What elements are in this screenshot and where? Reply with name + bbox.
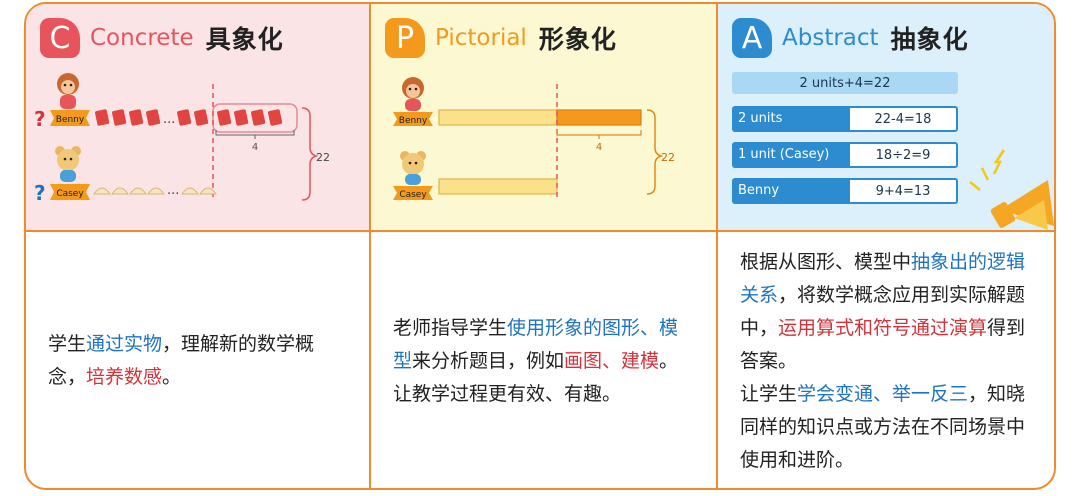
name-benny: Benny: [399, 116, 428, 126]
step-value: 22-4=18: [848, 106, 958, 132]
bear-icon: [55, 146, 81, 182]
ellipsis-top: ...: [163, 112, 175, 127]
step-row-benny: Benny 9+4=13: [732, 178, 958, 204]
name-ribbon-casey: Casey: [393, 186, 433, 200]
concrete-header: C Concrete 具象化: [40, 16, 284, 60]
total-brace: [646, 109, 664, 195]
step-label: Benny: [732, 178, 848, 204]
abstract-desc-text-1: 根据从图形、模型中: [740, 250, 912, 273]
concrete-letter-badge: C: [40, 18, 80, 58]
pictorial-header: P Pictorial 形象化: [385, 16, 617, 60]
abstract-desc-text-3: 得到答案。: [740, 316, 1026, 372]
benny-unit-bar: [438, 109, 558, 126]
inner-brace: [215, 130, 295, 139]
abstract-desc-text-2: ，将数学概念应用到实际解题中，: [740, 283, 1026, 339]
concrete-column: C Concrete 具象化 ? ? Benny: [26, 4, 369, 488]
abstract-desc-highlight-2: 运用算式和符号通过演算: [778, 316, 988, 339]
name-benny: Benny: [56, 115, 85, 125]
name-casey: Casey: [399, 190, 427, 200]
total-brace: [301, 107, 319, 201]
concrete-description: 学生通过实物，理解新的数学概念，培养数感。: [26, 232, 369, 488]
pictorial-desc-text-3: 。让教学过程更有效、有趣。: [393, 349, 679, 405]
inner-brace-label: 4: [252, 142, 258, 153]
abstract-title-zh: 抽象化: [890, 25, 969, 54]
step-value: 9+4=13: [848, 178, 958, 204]
red-packet-row: ...: [95, 109, 283, 127]
step-row-two-units: 2 units 22-4=18: [732, 106, 958, 132]
pictorial-title-en: Pictorial: [435, 25, 527, 51]
concrete-title-zh: 具象化: [205, 25, 284, 54]
name-ribbon-benny: Benny: [393, 112, 433, 126]
concrete-desc-highlight-2: 培养数感: [86, 366, 163, 388]
pictorial-description: 老师指导学生使用形象的图形、模型来分析题目，例如画图、建模。让教学过程更有效、有…: [371, 232, 716, 488]
step-label: 2 units: [732, 106, 848, 132]
concrete-desc-text-3: 。: [162, 366, 182, 388]
abstract-desc-highlight-1: 抽象出的逻辑关系: [740, 250, 1026, 306]
concrete-desc-text-2: ，理解新的数学概念，: [48, 333, 315, 388]
abstract-desc-text-5: ，知晓同样的知识点或方法在不同场景中使用和进阶。: [740, 382, 1026, 471]
monkey-icon: [57, 73, 79, 109]
pictorial-diagram: Benny Casey 4: [393, 77, 675, 200]
abstract-panel: A Abstract 抽象化 2 units+4=22 2 units 22-4…: [718, 4, 1054, 232]
extra-four-highlight: [212, 103, 298, 133]
casey-unit-bar: [438, 178, 558, 195]
name-casey: Casey: [56, 189, 84, 199]
question-mark-top: ?: [34, 107, 46, 131]
name-ribbon-casey: Casey: [50, 184, 90, 200]
abstract-column: A Abstract 抽象化 2 units+4=22 2 units 22-4…: [716, 4, 1054, 488]
step-label: 1 unit (Casey): [732, 142, 848, 168]
monkey-icon: [402, 77, 424, 111]
concrete-diagram: ? ? Benny: [34, 73, 330, 205]
name-ribbon-benny: Benny: [50, 110, 90, 126]
bear-icon: [400, 151, 426, 185]
total-brace-label: 22: [661, 151, 675, 164]
pictorial-title-zh: 形象化: [538, 25, 617, 54]
bao-row: ...: [93, 183, 217, 198]
concrete-desc-highlight-1: 通过实物: [86, 333, 163, 355]
pictorial-column: P Pictorial 形象化 Benny: [369, 4, 716, 488]
abstract-title-en: Abstract: [782, 25, 879, 51]
cpa-diagram: C Concrete 具象化 ? ? Benny: [24, 2, 1056, 490]
inner-brace-label: 4: [596, 142, 602, 153]
pictorial-desc-highlight-1: 使用形象的图形、模型: [393, 316, 679, 372]
ellipsis-bottom: ...: [167, 183, 179, 198]
concrete-title-en: Concrete: [90, 25, 194, 51]
equation-bar: 2 units+4=22: [732, 72, 958, 94]
abstract-letter-badge: A: [732, 18, 772, 58]
abstract-desc-highlight-3: 学会变通、举一反三: [797, 382, 969, 405]
step-value: 18÷2=9: [848, 142, 958, 168]
pictorial-letter-badge: P: [385, 18, 425, 58]
total-brace-label: 22: [316, 151, 330, 164]
benny-extra-bar: [556, 109, 642, 126]
inner-brace: [556, 130, 642, 139]
abstract-header: A Abstract 抽象化: [732, 16, 969, 60]
step-row-one-unit: 1 unit (Casey) 18÷2=9: [732, 142, 958, 168]
concrete-desc-text-1: 学生: [48, 333, 87, 355]
pictorial-desc-text-1: 老师指导学生: [393, 316, 508, 339]
abstract-description: 根据从图形、模型中抽象出的逻辑关系，将数学概念应用到实际解题中，运用算式和符号通…: [718, 232, 1054, 488]
pictorial-panel: P Pictorial 形象化 Benny: [371, 4, 716, 232]
abstract-desc-text-4: 让学生: [740, 382, 798, 405]
concrete-panel: C Concrete 具象化 ? ? Benny: [26, 4, 369, 232]
pictorial-desc-text-2: 来分析题目，例如: [412, 349, 565, 372]
question-mark-bottom: ?: [34, 181, 46, 205]
pictorial-desc-highlight-2: 画图、建模: [564, 349, 660, 372]
